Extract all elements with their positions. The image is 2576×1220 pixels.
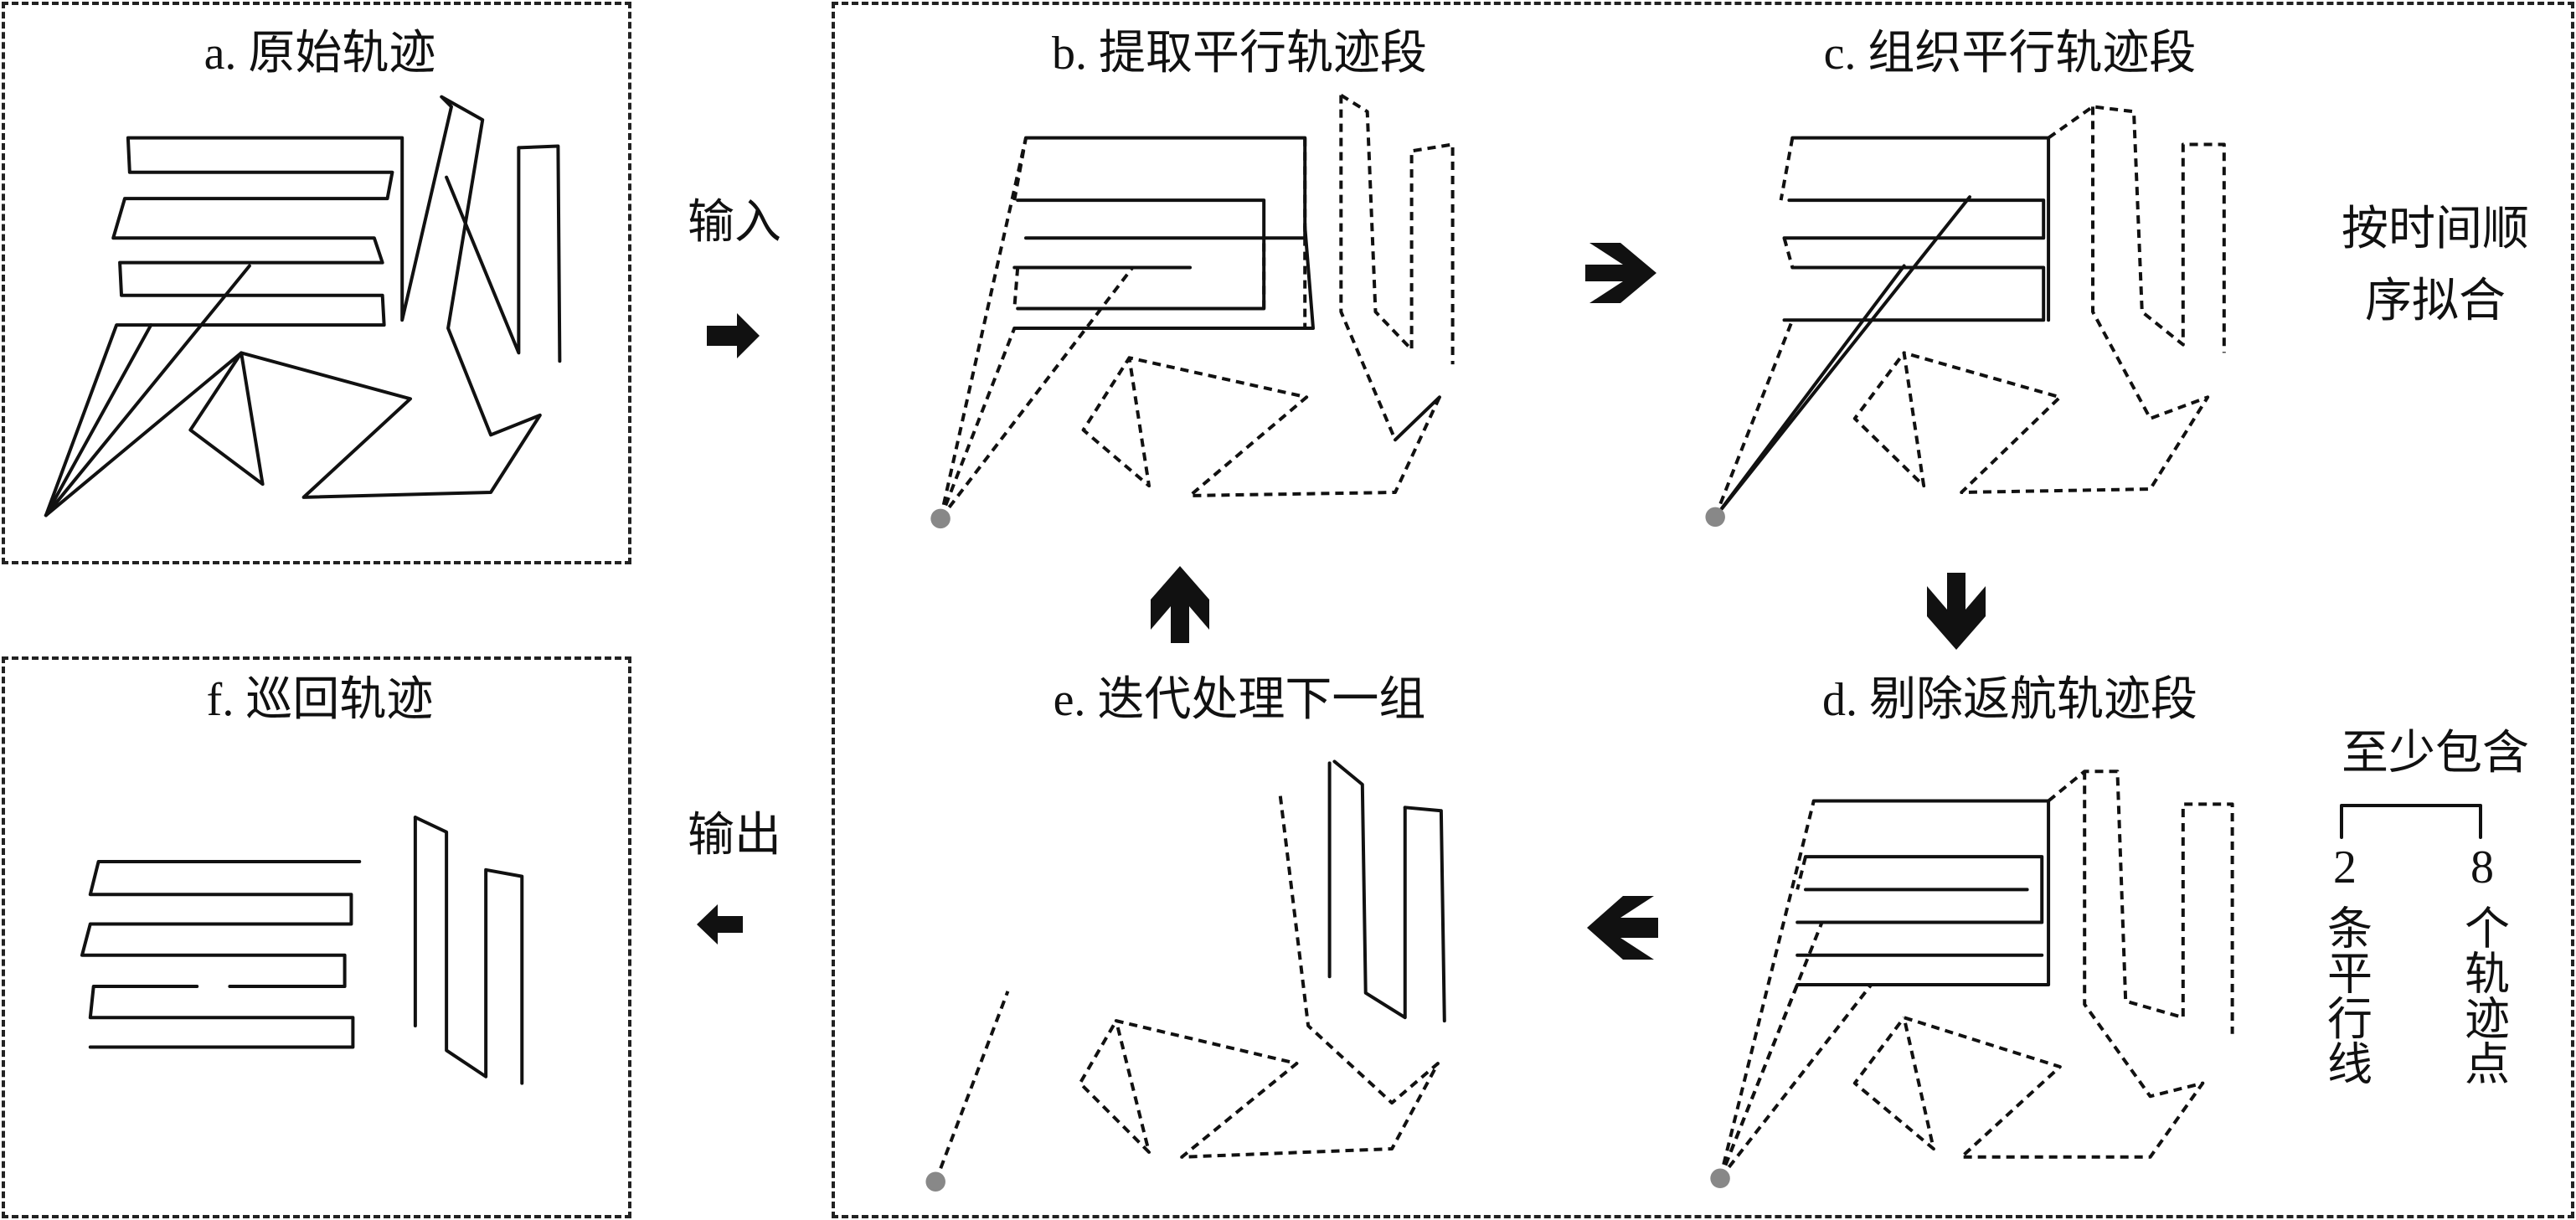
contains-bracket [2340, 804, 2482, 839]
panel-c-title: c. 组织平行轨迹段 [1823, 28, 2197, 80]
arrow-e-to-b [1151, 566, 1209, 643]
time-fit-note-line1: 按时间顺 [2342, 203, 2529, 255]
arrow-b-to-c [1585, 243, 1656, 303]
right-branch-number: 8 [2470, 842, 2494, 893]
panel-b-title: b. 提取平行轨迹段 [1052, 28, 1427, 80]
panel-f-frame [2, 656, 631, 1218]
left-branch-text: 条平行线 [2320, 904, 2371, 1085]
panel-a-title: a. 原始轨迹 [204, 28, 436, 80]
panel-d-trajectory [1710, 771, 2232, 1189]
panel-f-trajectory [82, 817, 522, 1084]
input-label: 输入 [688, 197, 781, 249]
panel-b-trajectory [930, 95, 1452, 529]
output-label: 输出 [688, 810, 781, 862]
panel-a-trajectory [46, 97, 559, 516]
panel-a-frame [2, 2, 631, 564]
right-branch-text: 个轨迹点 [2457, 904, 2508, 1085]
panel-f-title: f. 巡回轨迹 [206, 674, 434, 726]
time-fit-note-line2: 序拟合 [2365, 275, 2506, 327]
process-frame [832, 2, 2574, 1218]
contains-note-title: 至少包含 [2342, 728, 2529, 780]
panel-c-trajectory [1705, 106, 2223, 528]
arrow-c-to-d [1927, 573, 1986, 650]
panel-e-title: e. 迭代处理下一组 [1053, 674, 1426, 726]
left-branch-number: 2 [2333, 842, 2357, 893]
panel-d-title: d. 剔除返航轨迹段 [1822, 674, 2197, 726]
input-arrow [707, 313, 760, 358]
arrow-d-to-e [1587, 896, 1658, 960]
panel-e-trajectory [925, 761, 1444, 1192]
output-arrow [697, 904, 743, 945]
